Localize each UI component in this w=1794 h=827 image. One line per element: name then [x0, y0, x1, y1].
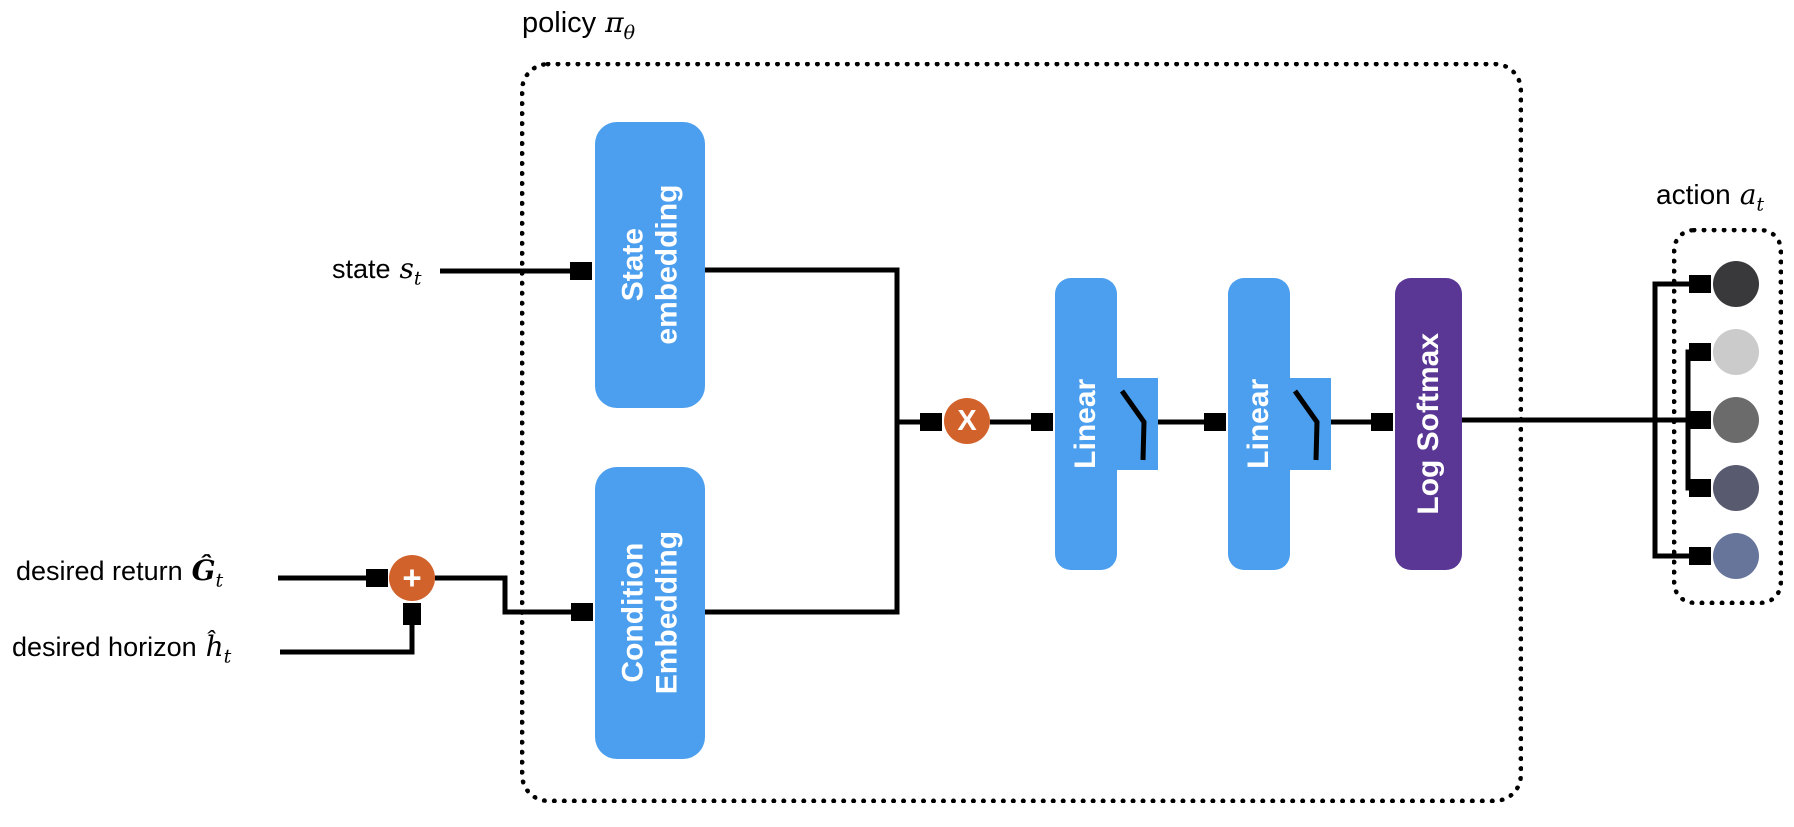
log-softmax-label: Log Softmax — [1411, 333, 1445, 515]
desired-horizon-symbol: ĥ — [205, 630, 224, 663]
state-subscript: t — [413, 267, 422, 290]
policy-subscript: θ — [623, 21, 636, 44]
state-embedding-line1: State — [616, 228, 650, 302]
desired-return-symbol: Ĝ — [191, 554, 216, 587]
desired-return-label: desired return Ĝt — [16, 554, 223, 590]
relu-attachment-1 — [1112, 378, 1158, 470]
linear-block-2: Linear — [1228, 278, 1290, 570]
state-embedding-label: State embedding — [616, 122, 683, 408]
desired-horizon-label: desired horizon ĥt — [12, 630, 231, 666]
state-embedding-line2: embedding — [650, 185, 683, 346]
desired-return-subscript: t — [215, 569, 224, 592]
policy-title-text: policy — [522, 7, 597, 39]
policy-dotted-box — [520, 62, 1523, 803]
action-label-text: action — [1656, 179, 1731, 210]
plus-operator-glyph: + — [402, 559, 422, 596]
state-symbol: s — [399, 252, 414, 285]
linear-1-label: Linear — [1069, 378, 1103, 470]
state-embedding-block: State embedding — [595, 122, 705, 408]
log-softmax-block: Log Softmax — [1395, 278, 1462, 570]
condition-embedding-label: Condition Embedding — [616, 467, 683, 759]
arrow-horizon-to-add — [280, 604, 412, 655]
linear-block-1: Linear — [1055, 278, 1117, 570]
condition-embedding-line2: Embedding — [650, 531, 683, 695]
policy-symbol: π — [605, 6, 624, 39]
desired-return-text: desired return — [16, 556, 183, 586]
multiply-operator-glyph: X — [957, 404, 977, 437]
relu-icon — [1119, 389, 1147, 461]
linear-2-label: Linear — [1242, 378, 1276, 470]
state-label-text: state — [332, 254, 391, 284]
plus-operator-icon: + — [389, 555, 435, 601]
relu-icon — [1292, 389, 1320, 461]
relu-attachment-2 — [1285, 378, 1331, 470]
desired-horizon-text: desired horizon — [12, 632, 197, 662]
desired-horizon-subscript: t — [223, 645, 232, 668]
action-subscript: t — [1756, 193, 1765, 216]
condition-embedding-line1: Condition — [616, 543, 650, 683]
multiply-operator-icon: X — [944, 398, 990, 444]
action-symbol: a — [1739, 178, 1757, 211]
action-dotted-box — [1672, 228, 1783, 605]
condition-embedding-block: Condition Embedding — [595, 467, 705, 759]
